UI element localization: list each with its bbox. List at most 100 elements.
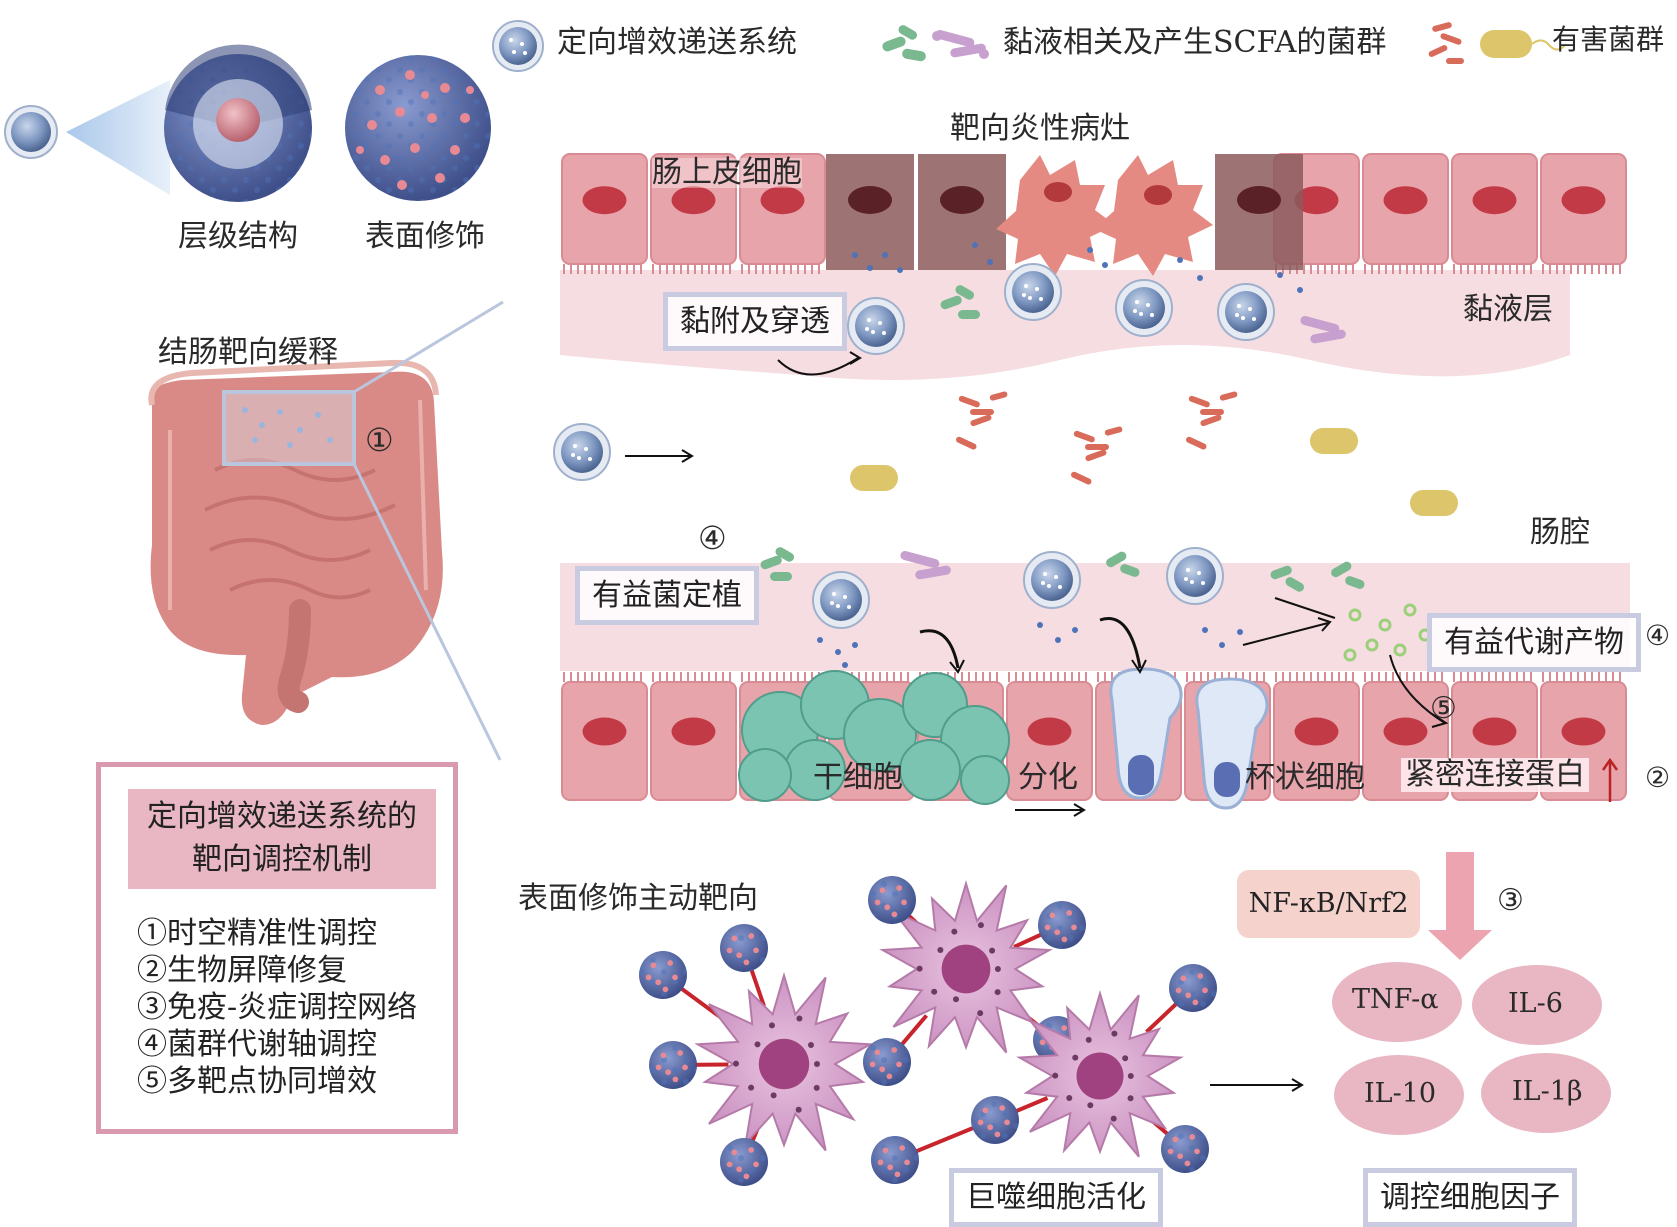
targeted-nanoparticle	[639, 951, 687, 999]
adhesion-penetration-label: 黏附及穿透	[663, 292, 847, 351]
mechanism-item-1: ①时空精准性调控	[137, 916, 377, 951]
targeted-nanoparticle	[1161, 1125, 1209, 1173]
macrophage	[871, 964, 1217, 1184]
beneficial-metabolites-label: 有益代谢产物	[1427, 613, 1641, 672]
inflamed-cells	[826, 154, 1303, 276]
colon-release-label: 结肠靶向缓释	[158, 335, 338, 370]
lumen-label: 肠腔	[1530, 515, 1590, 550]
targeted-nanoparticle	[720, 924, 768, 972]
mucus-layer-label: 黏液层	[1463, 292, 1553, 327]
mechanism-item-3: ③免疫-炎症调控网络	[137, 990, 418, 1025]
pathway-down-arrow	[1428, 852, 1492, 960]
yellow-bacteria	[850, 428, 1458, 516]
delivery-particle	[1004, 263, 1062, 321]
small-particle-icon	[4, 105, 58, 159]
hierarchical-structure-label: 层级结构	[178, 219, 298, 254]
targeted-nanoparticle	[871, 1136, 919, 1184]
flow-arrows	[625, 351, 1449, 1092]
cell-nucleus	[1027, 717, 1072, 746]
pathway-badge: NF-κB/Nrf2	[1237, 870, 1420, 938]
targeted-nanoparticle	[868, 876, 916, 924]
zoom-cone	[66, 80, 170, 195]
active-targeting-label: 表面修饰主动靶向	[518, 881, 758, 916]
target-inflammation-label: 靶向炎性病灶	[950, 111, 1130, 146]
surface-modification-label: 表面修饰	[365, 219, 485, 254]
targeted-nanoparticle	[863, 1038, 911, 1086]
tight-junction-up-arrow	[1601, 757, 1619, 802]
cytokine-tnf: TNF-α	[1352, 984, 1439, 1015]
cell-nucleus	[1294, 186, 1339, 215]
legend-harmful-bacteria-label: 有害菌群	[1552, 23, 1665, 56]
cell-nucleus	[1472, 186, 1517, 215]
delivery-particle	[1217, 283, 1275, 341]
delivery-particle	[1166, 547, 1224, 605]
stem-cell-cluster	[738, 670, 1010, 805]
macrophage	[639, 924, 874, 1186]
delivery-particle	[812, 571, 870, 629]
macrophage-activation-label: 巨噬细胞活化	[949, 1168, 1163, 1227]
delivery-particle	[553, 423, 611, 481]
mechanism-item-2: ②生物屏障修复	[137, 953, 347, 988]
delivery-particle	[1115, 279, 1173, 337]
zoom-line-top	[353, 300, 504, 394]
colon-zoom-box	[222, 390, 356, 466]
differentiation-label: 分化	[1018, 760, 1078, 795]
cell-nucleus	[582, 186, 627, 215]
legend-beneficial-bacteria-label: 黏液相关及产生SCFA的菌群	[1003, 25, 1387, 60]
targeted-nanoparticle	[971, 1096, 1019, 1144]
legend-particle-icon	[492, 20, 544, 72]
beneficial-metabolites	[1343, 603, 1432, 662]
cell-nucleus	[671, 717, 716, 746]
stem-cells-label: 干细胞	[813, 760, 903, 795]
legend-delivery-system-label: 定向增效递送系统	[557, 25, 797, 60]
mechanism-title-line1: 定向增效递送系统的	[147, 799, 417, 834]
goblet-cells	[1109, 667, 1269, 810]
macrophage	[863, 876, 1086, 1086]
goblet-cells-label: 杯状细胞	[1245, 760, 1365, 795]
mechanism-box: 定向增效递送系统的 靶向调控机制 ①时空精准性调控 ②生物屏障修复 ③免疫-炎症…	[96, 762, 458, 1134]
targeted-nanoparticle	[720, 1138, 768, 1186]
cell-nucleus	[582, 717, 627, 746]
colon-particles	[242, 407, 333, 448]
beneficial-bacteria-clusters	[760, 285, 1365, 592]
tight-junction-label: 紧密连接蛋白	[1401, 758, 1589, 792]
cytokine-regulation-label: 调控细胞因子	[1363, 1168, 1577, 1227]
released-drug-dots	[817, 242, 1303, 668]
barrier-marker-2: ②	[1645, 761, 1671, 794]
hierarchical-structure-image	[164, 44, 312, 202]
targeted-nanoparticle	[1038, 901, 1086, 949]
cytokine-il1b: IL-1β	[1512, 1076, 1583, 1107]
zoom-line-bottom	[352, 463, 502, 761]
cell-nucleus	[1383, 186, 1428, 215]
mechanism-title-line2: 靶向调控机制	[192, 842, 372, 877]
legend-harmful-bacteria-icon	[1428, 22, 1567, 64]
cytokine-ellipses	[1332, 962, 1611, 1135]
mechanism-list: ①时空精准性调控 ②生物屏障修复 ③免疫-炎症调控网络 ④菌群代谢轴调控 ⑤多靶…	[137, 915, 417, 1100]
delivery-particle	[847, 297, 905, 355]
mechanism-item-4: ④菌群代谢轴调控	[137, 1027, 377, 1062]
surface-modification-image	[345, 55, 491, 201]
metabolites-marker-4: ④	[1645, 619, 1671, 652]
probiotic-colonization-label: 有益菌定植	[575, 566, 759, 625]
cell-nucleus	[1294, 717, 1339, 746]
targeted-nanoparticle	[1169, 964, 1217, 1012]
cell-nucleus	[760, 186, 805, 215]
colon-marker-1: ①	[365, 421, 394, 459]
mechanism-title: 定向增效递送系统的 靶向调控机制	[128, 789, 436, 889]
delivery-particle	[1023, 551, 1081, 609]
cell-nucleus	[1383, 717, 1428, 746]
cell-nucleus	[1561, 186, 1606, 215]
cytokine-il10: IL-10	[1364, 1078, 1437, 1109]
mechanism-item-5: ⑤多靶点协同增效	[137, 1064, 377, 1099]
legend-beneficial-bacteria-icon	[882, 25, 989, 62]
tight-junction-marker-5: ⑤	[1430, 691, 1457, 726]
cell-nucleus	[671, 186, 716, 215]
probiotic-marker-4: ④	[698, 519, 727, 557]
cell-nucleus	[1472, 717, 1517, 746]
targeted-nanoparticle	[649, 1041, 697, 1089]
cell-nucleus	[1561, 717, 1606, 746]
harmful-bacteria-clusters	[955, 391, 1238, 485]
upper-epithelium	[560, 153, 1627, 380]
cytokine-il6: IL-6	[1508, 988, 1563, 1019]
